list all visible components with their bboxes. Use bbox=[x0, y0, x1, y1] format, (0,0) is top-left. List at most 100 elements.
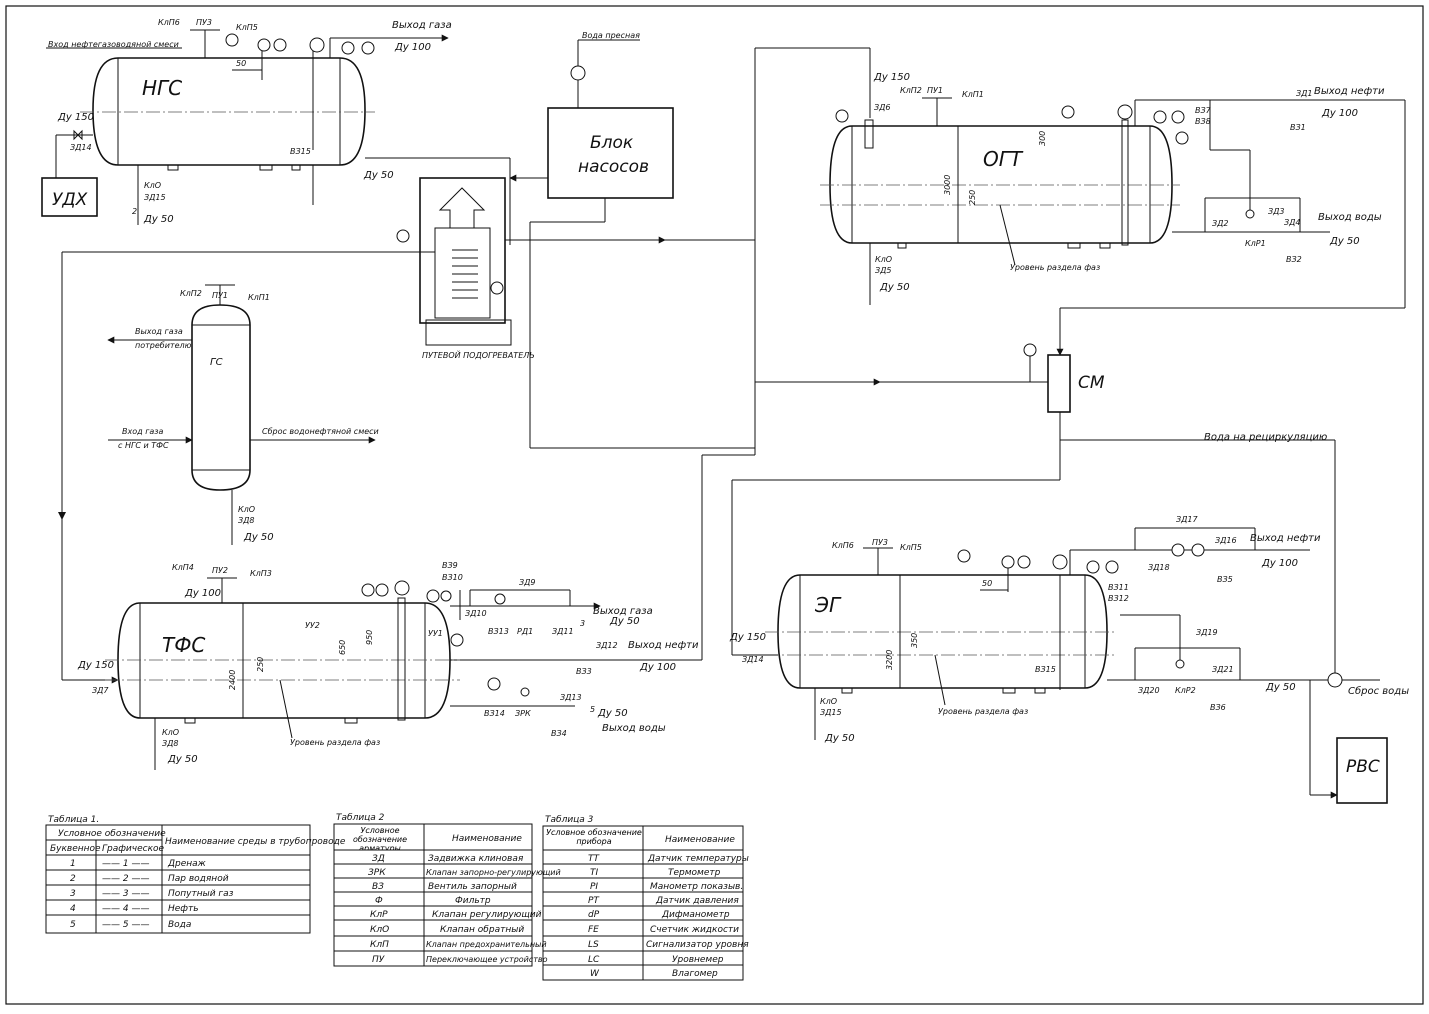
table3-r4-name: Дифманометр bbox=[661, 910, 730, 920]
ngs-lc-gauge bbox=[273, 38, 287, 52]
gs-vessel: ГС КлП2 ПУ1 КлП1 Выход газа потребителю … bbox=[107, 284, 379, 545]
gs-du50: Ду 50 bbox=[243, 532, 274, 543]
gs-klp1: КлП1 bbox=[248, 293, 270, 302]
table3-r6-name: Сигнализатор уровня bbox=[646, 940, 749, 950]
table1-r2-name: Попутный газ bbox=[168, 889, 234, 899]
tfs-zd9: ЗД9 bbox=[519, 578, 535, 587]
ngs-du150: Ду 150 bbox=[57, 112, 94, 123]
eg-klp5: КлП5 bbox=[900, 543, 922, 552]
eg-oil-out: Выход нефти bbox=[1250, 533, 1321, 544]
table3-r1-name: Термометр bbox=[668, 868, 721, 878]
tfs-oil-du100: Ду 100 bbox=[639, 662, 676, 673]
udh-label: УДХ bbox=[52, 190, 88, 210]
gs-klo: КлО bbox=[238, 505, 255, 514]
ogt-water-du50: Ду 50 bbox=[1329, 236, 1360, 247]
ogt-phase-level: Уровень раздела фаз bbox=[1010, 263, 1100, 272]
eg-dim-3200: 3200 bbox=[885, 650, 894, 670]
ngs-dim-50: 50 bbox=[236, 59, 246, 68]
tfs-uu1: УУ1 bbox=[428, 629, 443, 638]
sm-mixer: СМ Вода на рециркуляцию bbox=[1023, 343, 1327, 443]
table1-r4-name: Вода bbox=[168, 920, 191, 930]
ngs-inlet: Ду 150 ЗД14 УДХ bbox=[41, 112, 98, 217]
eg-zd15: ЗД15 bbox=[820, 708, 842, 717]
table1-r0-graph: —— 1 —— bbox=[102, 859, 149, 869]
tfs-zd10: ЗД10 bbox=[465, 609, 487, 618]
table3-r2-name: Манометр показыв. bbox=[650, 882, 743, 892]
tfs-pu2: ПУ2 bbox=[212, 566, 228, 575]
table2-r4-name: Клапан регулирующий bbox=[432, 910, 542, 920]
tfs-oil-out: Выход нефти bbox=[628, 640, 699, 651]
ogt-vz1: ВЗ1 bbox=[1290, 123, 1306, 132]
pump-block: Блок насосов Вода пресная bbox=[509, 31, 674, 448]
ngs-vessel: НГС bbox=[80, 50, 375, 171]
eg-du150: Ду 150 bbox=[729, 632, 766, 643]
ngs-tt-gauge bbox=[309, 37, 325, 53]
ogt-oil-du100: Ду 100 bbox=[1321, 108, 1358, 119]
table3-r0-name: Датчик температуры bbox=[647, 854, 749, 864]
gs-label: ГС bbox=[210, 357, 223, 368]
eg-zd14: ЗД14 bbox=[742, 655, 764, 664]
ngs-label: НГС bbox=[142, 76, 182, 100]
table3-title: Таблица 3 bbox=[545, 815, 594, 825]
table1-r2-letter: 3 bbox=[70, 889, 76, 899]
eg-zd21: ЗД21 bbox=[1212, 665, 1234, 674]
udh-block bbox=[41, 177, 98, 217]
sm-label: СМ bbox=[1078, 373, 1105, 393]
tfs-uu2: УУ2 bbox=[305, 621, 320, 630]
ngs-drain-num: 2 bbox=[132, 207, 137, 216]
table1-r3-letter: 4 bbox=[70, 904, 76, 914]
tfs-du100: Ду 100 bbox=[184, 588, 221, 599]
tfs-dim-650: 650 bbox=[338, 640, 347, 655]
ogt-zd1: ЗД1 bbox=[1296, 89, 1312, 98]
tfs-drain-du50: Ду 50 bbox=[167, 754, 198, 765]
table2-r3-sym: Ф bbox=[375, 896, 383, 906]
ngs-ls-gauge bbox=[257, 38, 271, 52]
water-dump-label: Сброс воды bbox=[1348, 685, 1409, 697]
ngs-gas-du100: Ду 100 bbox=[394, 42, 431, 53]
table-1: Таблица 1. Условное обозначение Буквенно… bbox=[45, 815, 346, 934]
tfs-dim-950: 950 bbox=[365, 630, 374, 645]
ogt-vessel: ОГТ 3000 250 300 Уровень раздела фаз bbox=[820, 119, 1180, 272]
eg-zd16: ЗД16 bbox=[1215, 536, 1237, 545]
tfs-water-out: Выход воды bbox=[602, 723, 666, 734]
water-dump: Сброс воды РВС bbox=[1309, 440, 1409, 804]
rvs-tank bbox=[1336, 737, 1388, 804]
table1-h-letter: Буквенное bbox=[50, 844, 101, 854]
table2-r2-sym: ВЗ bbox=[372, 882, 384, 892]
pump-label-2: насосов bbox=[578, 157, 649, 177]
eg-vessel: ЭГ 3200 350 Уровень раздела фаз bbox=[765, 574, 1115, 716]
table1-r1-graph: —— 2 —— bbox=[102, 874, 149, 884]
eg-vz11: ВЗ11 bbox=[1108, 583, 1129, 592]
eg-pu3: ПУ3 bbox=[872, 538, 888, 547]
tfs-zd8: ЗД8 bbox=[162, 739, 178, 748]
table2-h-name: Наименование bbox=[452, 834, 522, 844]
klp6-tag: КлП6 bbox=[158, 18, 180, 27]
tfs-vz10: ВЗ10 bbox=[442, 573, 463, 582]
ogt-zd5: ЗД5 bbox=[875, 266, 891, 275]
table3-r8-name: Влагомер bbox=[672, 969, 718, 979]
tfs-rd1: РД1 bbox=[517, 627, 533, 636]
ngs-drain: КлО ЗД15 Ду 50 2 ВЗ15 Ду 50 bbox=[132, 147, 394, 225]
table3-r5-sym: FE bbox=[588, 925, 599, 935]
tfs-vessel: ТФС 2400 250 650 950 УУ2 УУ1 Уровень раз… bbox=[105, 597, 460, 747]
table3-r3-name: Датчик давления bbox=[655, 896, 739, 906]
ngs-out-du50: Ду 50 bbox=[363, 170, 394, 181]
ogt-pu1: ПУ1 bbox=[927, 86, 943, 95]
table2-r1-name: Клапан запорно-регулирующий bbox=[426, 868, 561, 877]
table3-r4-sym: dP bbox=[588, 910, 600, 920]
table-2: Таблица 2 Условное обозначение арматуры … bbox=[333, 813, 561, 967]
ogt-dim-250: 250 bbox=[968, 190, 977, 205]
tfs-gas-out: Выход газа bbox=[593, 606, 653, 617]
table2-r7-name: Переключающее устройство bbox=[426, 955, 548, 964]
table2-r2-name: Вентиль запорный bbox=[428, 882, 517, 892]
table2-r7-sym: ПУ bbox=[372, 955, 385, 965]
table3-r7-sym: LC bbox=[588, 955, 600, 965]
ogt-zd6: ЗД6 bbox=[874, 103, 890, 112]
table1-r0-letter: 1 bbox=[70, 859, 76, 869]
eg-dim-350: 350 bbox=[910, 633, 919, 648]
table3-r8-sym: W bbox=[590, 969, 600, 979]
table1-r3-graph: —— 4 —— bbox=[102, 904, 149, 914]
ogt-zd2: ЗД2 bbox=[1212, 219, 1228, 228]
eg-klr2: КлР2 bbox=[1175, 686, 1196, 695]
